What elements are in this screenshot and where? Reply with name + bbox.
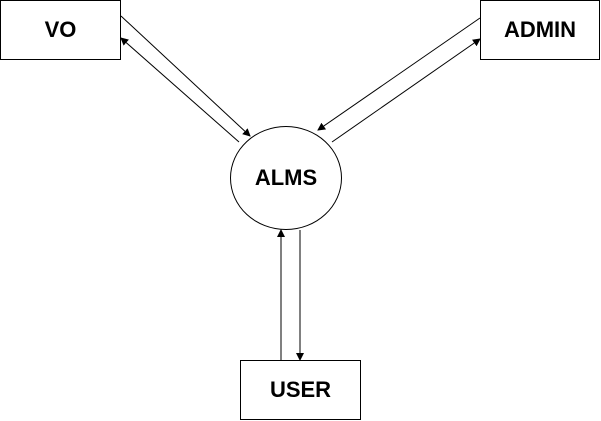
vo-node: VO xyxy=(0,0,121,60)
alms-label: ALMS xyxy=(254,165,318,190)
edge-alms-to-admin xyxy=(331,38,481,143)
edge-alms-to-vo xyxy=(120,37,240,143)
alms-process-node: ALMS xyxy=(230,126,342,230)
user-node: USER xyxy=(240,360,361,420)
admin-node: ADMIN xyxy=(480,0,600,60)
vo-label: VO xyxy=(44,17,77,42)
edge-admin-to-alms xyxy=(317,17,481,131)
edge-vo-to-alms xyxy=(120,15,251,137)
user-label: USER xyxy=(269,377,332,402)
admin-label: ADMIN xyxy=(503,17,577,42)
